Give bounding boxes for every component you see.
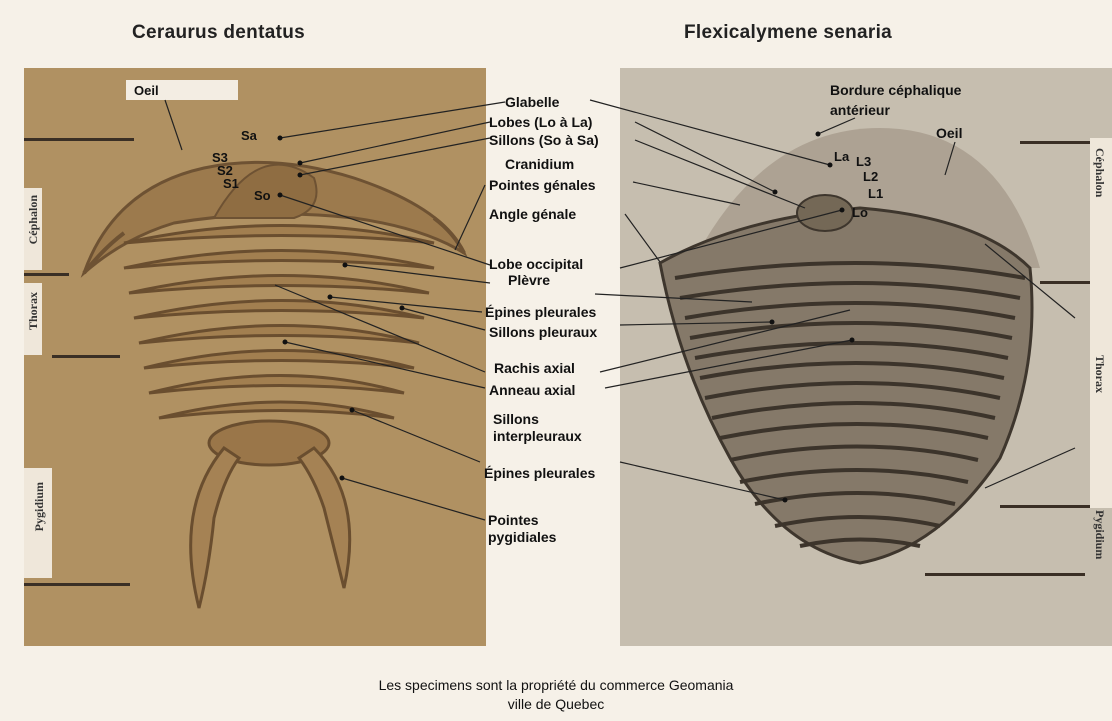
- label-oeil-left: Oeil: [134, 83, 159, 98]
- side-label-thorax-right: Thorax: [1092, 355, 1107, 393]
- side-label-cephalon-left: Céphalon: [26, 195, 41, 244]
- label-anneau-axial: Anneau axial: [489, 382, 575, 399]
- label-glabelle: Glabelle: [505, 94, 559, 111]
- right-species-title: Flexicalymene senaria: [684, 22, 892, 44]
- label-cranidium: Cranidium: [505, 156, 574, 173]
- label-rachis-axial: Rachis axial: [494, 360, 575, 377]
- label-lobe-occipital: Lobe occipital: [489, 256, 583, 273]
- label-sillons-interpleuraux: Sillons interpleuraux: [493, 411, 618, 445]
- label-angle-genale: Angle génale: [489, 206, 576, 223]
- label-l2-right: L2: [863, 169, 878, 184]
- label-l1-right: L1: [868, 186, 883, 201]
- left-species-title: Ceraurus dentatus: [132, 22, 305, 44]
- label-sa-left: Sa: [241, 128, 257, 143]
- label-s1-left: S1: [223, 176, 239, 191]
- label-sillons-pleuraux: Sillons pleuraux: [489, 324, 597, 341]
- side-label-pygidium-left: Pygidium: [32, 482, 47, 531]
- label-la-right: La: [834, 149, 849, 164]
- label-pointes-genales: Pointes génales: [489, 177, 596, 194]
- label-pointes-pygidiales: Pointes pygidiales: [488, 512, 588, 546]
- label-l3-right: L3: [856, 154, 871, 169]
- footer-line-1: Les specimens sont la propriété du comme…: [0, 676, 1112, 695]
- label-bordure-cephalique: Bordure céphalique antérieur: [830, 80, 1000, 120]
- label-plevre: Plèvre: [508, 272, 550, 289]
- footer-line-2: ville de Quebec: [0, 695, 1112, 714]
- label-sillons: Sillons (So à Sa): [489, 132, 599, 149]
- footer-credit: Les specimens sont la propriété du comme…: [0, 676, 1112, 714]
- label-lobes: Lobes (Lo à La): [489, 114, 592, 131]
- label-lo-right: Lo: [852, 205, 868, 220]
- label-epines-pleurales: Épines pleurales: [485, 304, 596, 321]
- side-label-pygidium-right: Pygidium: [1092, 510, 1107, 559]
- ceraurus-specimen-photo: [24, 68, 486, 646]
- side-label-thorax-left: Thorax: [26, 292, 41, 330]
- side-label-cephalon-right: Céphalon: [1092, 148, 1107, 197]
- label-so-left: So: [254, 188, 271, 203]
- label-oeil-right: Oeil: [936, 125, 962, 142]
- label-epines-pleurales-2: Épines pleurales: [484, 465, 595, 482]
